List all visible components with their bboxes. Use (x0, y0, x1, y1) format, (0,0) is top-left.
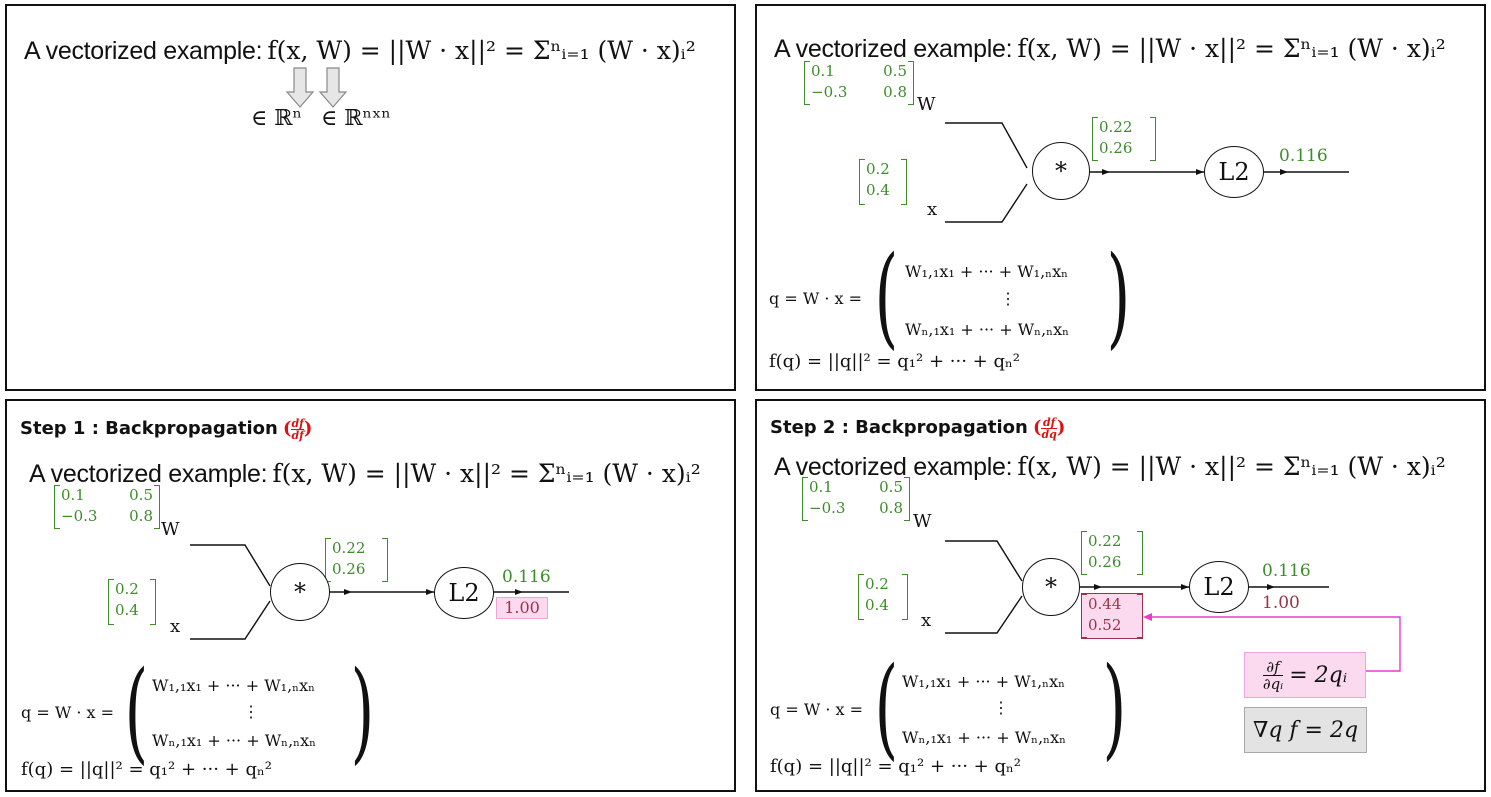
x-label: x (921, 610, 932, 631)
partial-rhs: = 2qᵢ (1289, 662, 1348, 688)
step-label: Step 1 : Backpropagation (20, 418, 278, 439)
f-equation: f(q) = ||q||² = q₁² + ··· + qₙ² (769, 351, 1020, 372)
formula-line: A vectorized example: f(x, W) = ||W · x|… (29, 459, 701, 489)
formula-line: A vectorized example: f(x, W) = ||W · x|… (24, 36, 696, 66)
arrow-down-icon (285, 67, 315, 108)
x-vector: 0.2 0.4 (859, 159, 907, 205)
q-row-2: Wₙ,₁x₁ + ··· + Wₙ,ₙxₙ (902, 728, 1067, 747)
graph-edges (190, 544, 569, 640)
formula: f(x, W) = ||W · x||² = Σⁿᵢ₌₁ (W · x)ᵢ² (1017, 452, 1446, 481)
q-vector: 0.22 0.26 (325, 538, 388, 582)
partial-derivative-box: ∂f ∂qᵢ = 2qᵢ (1244, 652, 1366, 698)
paren-right: ) (350, 647, 375, 775)
title-text: A vectorized example: (24, 37, 263, 65)
q-equation-lhs: q = W · x = (21, 703, 115, 722)
l2-node: L2 (1204, 146, 1264, 198)
formula-line: A vectorized example: f(x, W) = ||W · x|… (774, 452, 1446, 482)
q-row-1: W₁,₁x₁ + ··· + W₁,ₙxₙ (905, 262, 1069, 281)
q-equation-lhs: q = W · x = (770, 700, 864, 719)
multiply-node: * (270, 563, 330, 621)
output-gradient: 1.00 (1262, 593, 1300, 613)
formula: f(x, W) = ||W · x||² = Σⁿᵢ₌₁ (W · x)ᵢ² (1017, 34, 1446, 63)
paren-right: ) (1102, 643, 1127, 771)
gradient-feedback-arrow (1149, 616, 1401, 672)
formula-line: A vectorized example: f(x, W) = ||W · x|… (774, 34, 1446, 64)
paren-left: ( (124, 647, 149, 775)
f-equation: f(q) = ||q||² = q₁² + ··· + qₙ² (770, 756, 1021, 777)
domain-w-label: ∈ ℝⁿˣⁿ (321, 106, 391, 131)
title-text: A vectorized example: (774, 35, 1013, 63)
w-label: W (161, 519, 180, 540)
nabla-equation-box: ∇q f = 2q (1244, 707, 1367, 753)
partial-fraction: ∂f ∂qᵢ (1262, 657, 1284, 693)
q-equation-lhs: q = W · x = (769, 289, 863, 308)
paren-right: ) (1106, 232, 1131, 360)
w-label: W (917, 94, 936, 115)
x-label: x (170, 616, 181, 637)
w-label: W (913, 511, 932, 532)
x-vector: 0.2 0.4 (858, 574, 908, 620)
output-value: 0.116 (502, 567, 551, 587)
paren-left: ( (874, 232, 899, 360)
formula: f(x, W) = ||W · x||² = Σⁿᵢ₌₁ (W · x)ᵢ² (267, 36, 696, 65)
l2-node: L2 (1189, 561, 1249, 613)
panel-vectorized-intro: A vectorized example: f(x, W) = ||W · x|… (5, 4, 736, 391)
f-equation: f(q) = ||q||² = q₁² + ··· + qₙ² (21, 759, 272, 780)
q-row-1: W₁,₁x₁ + ··· + W₁,ₙxₙ (902, 672, 1066, 691)
domain-x-label: ∈ ℝⁿ (251, 106, 303, 131)
q-row-2: Wₙ,₁x₁ + ··· + Wₙ,ₙxₙ (905, 320, 1070, 339)
q-vector: 0.22 0.26 (1081, 531, 1143, 575)
q-dots: ⋮ (1000, 289, 1016, 308)
step-label: Step 2 : Backpropagation (770, 417, 1028, 438)
output-value: 0.116 (1279, 146, 1328, 166)
title-text: A vectorized example: (29, 460, 268, 488)
graph-edges (945, 540, 1401, 672)
l2-node: L2 (434, 567, 494, 619)
title-text: A vectorized example: (774, 453, 1013, 481)
graph-edges (945, 122, 1349, 223)
q-vector: 0.22 0.26 (1092, 117, 1156, 161)
multiply-node: * (1022, 558, 1080, 616)
output-gradient: 1.00 (496, 597, 548, 619)
q-dots: ⋮ (243, 702, 259, 721)
panel-forward-graph: A vectorized example: f(x, W) = ||W · x|… (755, 4, 1486, 391)
x-vector: 0.2 0.4 (108, 579, 156, 625)
output-value: 0.116 (1262, 561, 1311, 581)
q-row-2: Wₙ,₁x₁ + ··· + Wₙ,ₙxₙ (152, 731, 317, 750)
q-row-1: W₁,₁x₁ + ··· + W₁,ₙxₙ (152, 676, 316, 695)
q-dots: ⋮ (993, 698, 1009, 717)
paren-left: ( (874, 643, 899, 771)
arrow-down-icon (318, 67, 348, 108)
x-label: x (927, 199, 938, 220)
domain-arrows (285, 67, 348, 108)
formula: f(x, W) = ||W · x||² = Σⁿᵢ₌₁ (W · x)ᵢ² (272, 459, 701, 488)
multiply-node: * (1032, 142, 1090, 200)
q-gradient-vector: 0.44 0.52 (1081, 593, 1143, 639)
